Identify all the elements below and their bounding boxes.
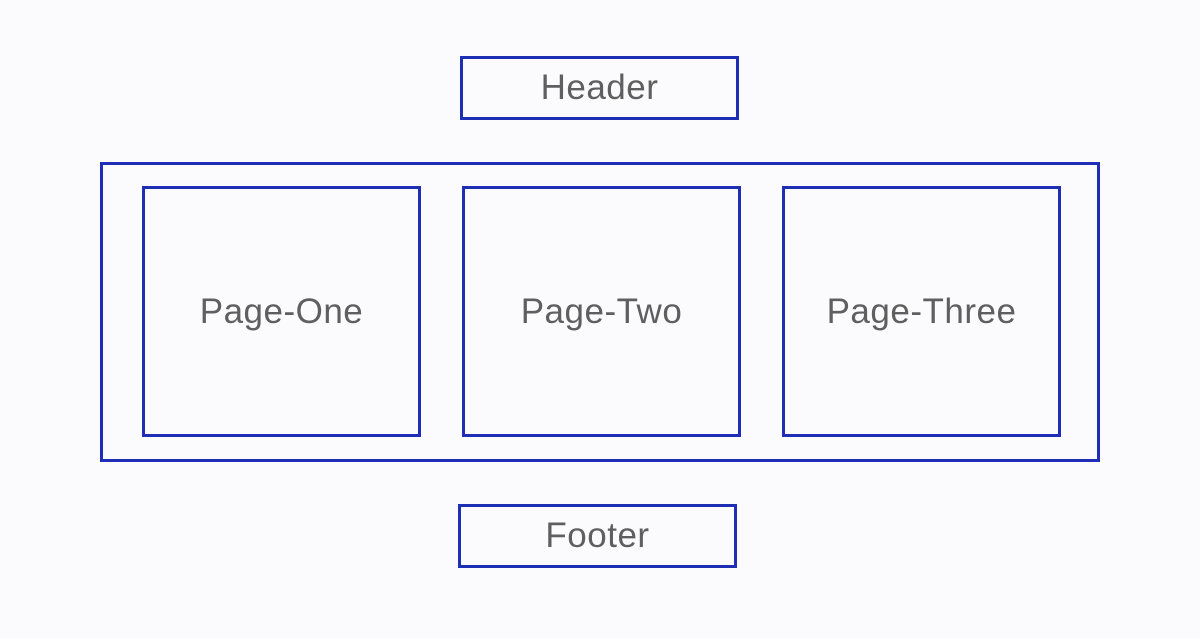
header-box: Header — [460, 56, 739, 120]
page-two-label: Page-Two — [520, 291, 683, 331]
pages-container-box — [100, 162, 1100, 462]
page-one-label: Page-One — [199, 291, 364, 331]
page-one-box: Page-One — [142, 186, 421, 437]
page-three-label: Page-Three — [826, 291, 1017, 331]
footer-label: Footer — [545, 516, 650, 555]
page-three-box: Page-Three — [782, 186, 1061, 437]
footer-box: Footer — [458, 504, 737, 568]
page-two-box: Page-Two — [462, 186, 741, 437]
header-label: Header — [540, 68, 659, 107]
